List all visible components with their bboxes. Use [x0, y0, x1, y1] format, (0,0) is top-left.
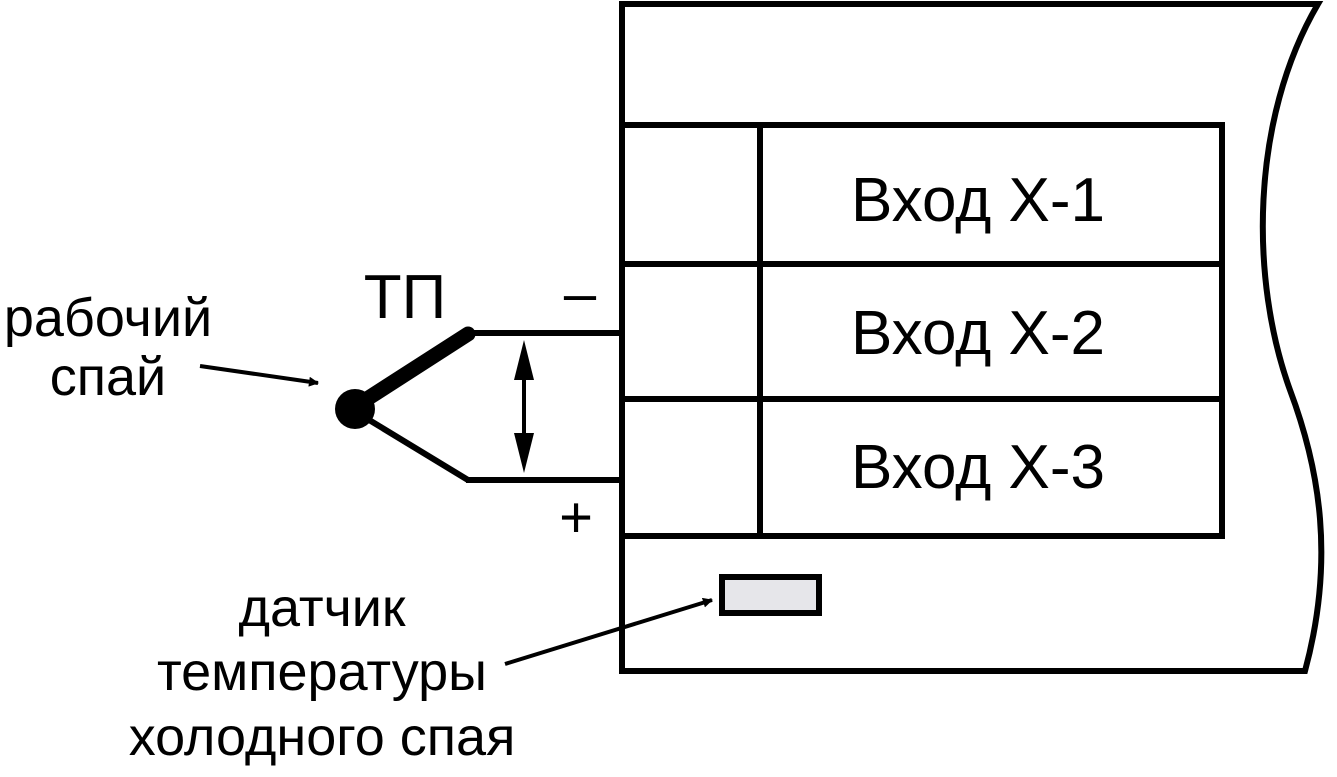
voltage-double-arrow [514, 340, 534, 473]
thermocouple-sensor [335, 326, 622, 483]
junction-pointer-arrow [199, 364, 319, 387]
cold-junction-label-line-1: датчик [238, 578, 405, 638]
junction-label-line-2: спай [50, 347, 166, 407]
thermocouple-wire-thin [354, 409, 470, 483]
terminal-block [619, 122, 1225, 539]
device-housing-outline [619, 0, 1325, 674]
input-x3-label: Вход Х-3 [851, 433, 1105, 502]
cold-junction-pointer-arrow [504, 597, 713, 666]
junction-label-line-1: рабочий [4, 288, 212, 348]
thermocouple-label: ТП [364, 263, 446, 332]
working-junction-dot [335, 389, 375, 429]
input-x1-label: Вход Х-1 [851, 166, 1105, 235]
plus-polarity-label: + [559, 485, 593, 550]
thermocouple-wire-thick [348, 326, 476, 414]
minus-polarity-label: – [564, 261, 597, 326]
input-x2-label: Вход Х-2 [851, 299, 1105, 368]
cold-junction-label-line-3: холодного спая [129, 707, 516, 767]
cold-junction-label-line-2: температуры [157, 642, 487, 702]
cold-junction-sensor [719, 574, 822, 616]
